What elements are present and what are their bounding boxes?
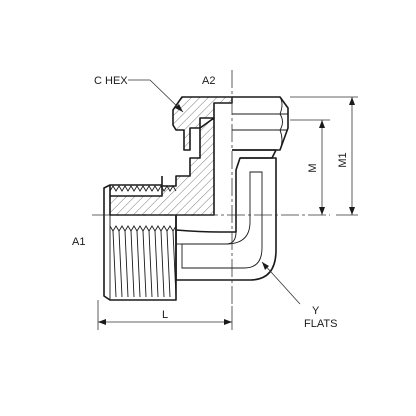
- thread-crest-line: [118, 230, 123, 298]
- label-y: Y: [312, 305, 320, 317]
- dimension-m1: M1: [290, 96, 358, 216]
- thread-profile: [109, 225, 177, 232]
- thread-crest-line: [166, 230, 171, 298]
- body-section: [109, 117, 215, 216]
- thread-profile: [109, 185, 177, 192]
- thread-crest-line: [148, 230, 153, 298]
- leader-y-flats: Y FLATS: [261, 261, 337, 330]
- thread-crest-line: [112, 230, 117, 298]
- leader-c-hex: C HEX: [94, 75, 184, 113]
- thread-crest-line: [130, 230, 135, 298]
- dimension-l: L: [97, 300, 233, 330]
- label-c-hex: C HEX: [94, 75, 128, 87]
- label-m: M: [307, 163, 319, 172]
- label-flats: FLATS: [304, 318, 337, 330]
- thread-teeth-lower: [109, 225, 177, 298]
- elbow-body: [175, 157, 277, 281]
- thread-teeth-upper: [109, 185, 177, 192]
- thread-crest-line: [124, 230, 129, 298]
- thread-crest-line: [154, 230, 159, 298]
- dimension-m: M: [290, 119, 330, 215]
- swivel-nut: [172, 96, 289, 159]
- thread-crest-line: [136, 230, 141, 298]
- label-a2: A2: [202, 75, 215, 87]
- label-m1: M1: [337, 152, 349, 167]
- thread-crest-line: [142, 230, 147, 298]
- male-thread: [103, 184, 177, 301]
- thread-crest-line: [172, 230, 177, 298]
- thread-crest-line: [160, 230, 165, 298]
- label-a1: A1: [72, 236, 85, 248]
- label-l: L: [162, 309, 168, 321]
